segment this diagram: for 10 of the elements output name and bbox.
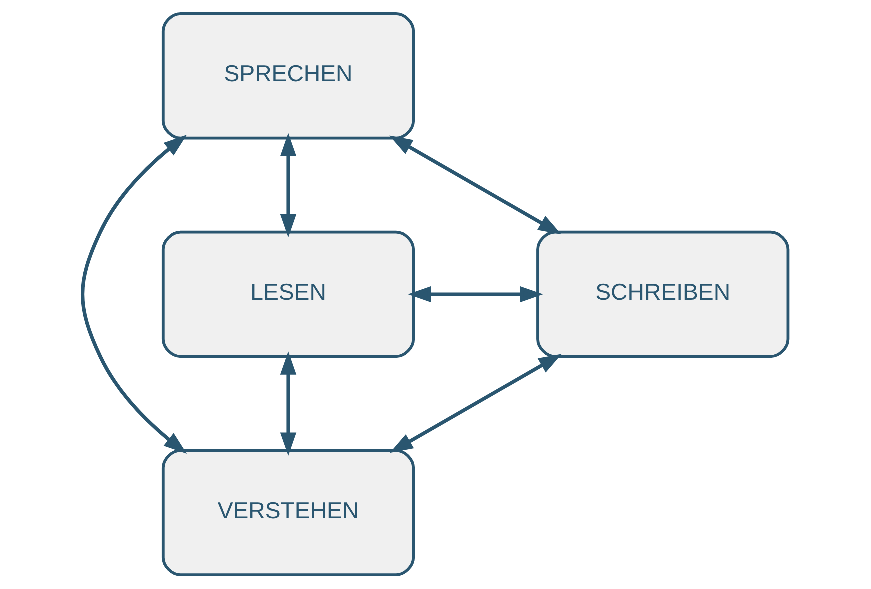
node-box: VERSTEHEN [162,449,416,577]
arrow [81,135,188,454]
node-box: LESEN [162,230,416,358]
node-box: SCHREIBEN [536,230,790,358]
node-box: SPRECHEN [162,12,416,140]
arrow [280,133,297,238]
arrow [390,354,562,454]
arrow [408,286,544,303]
arrow [390,136,562,235]
arrow [280,352,297,456]
